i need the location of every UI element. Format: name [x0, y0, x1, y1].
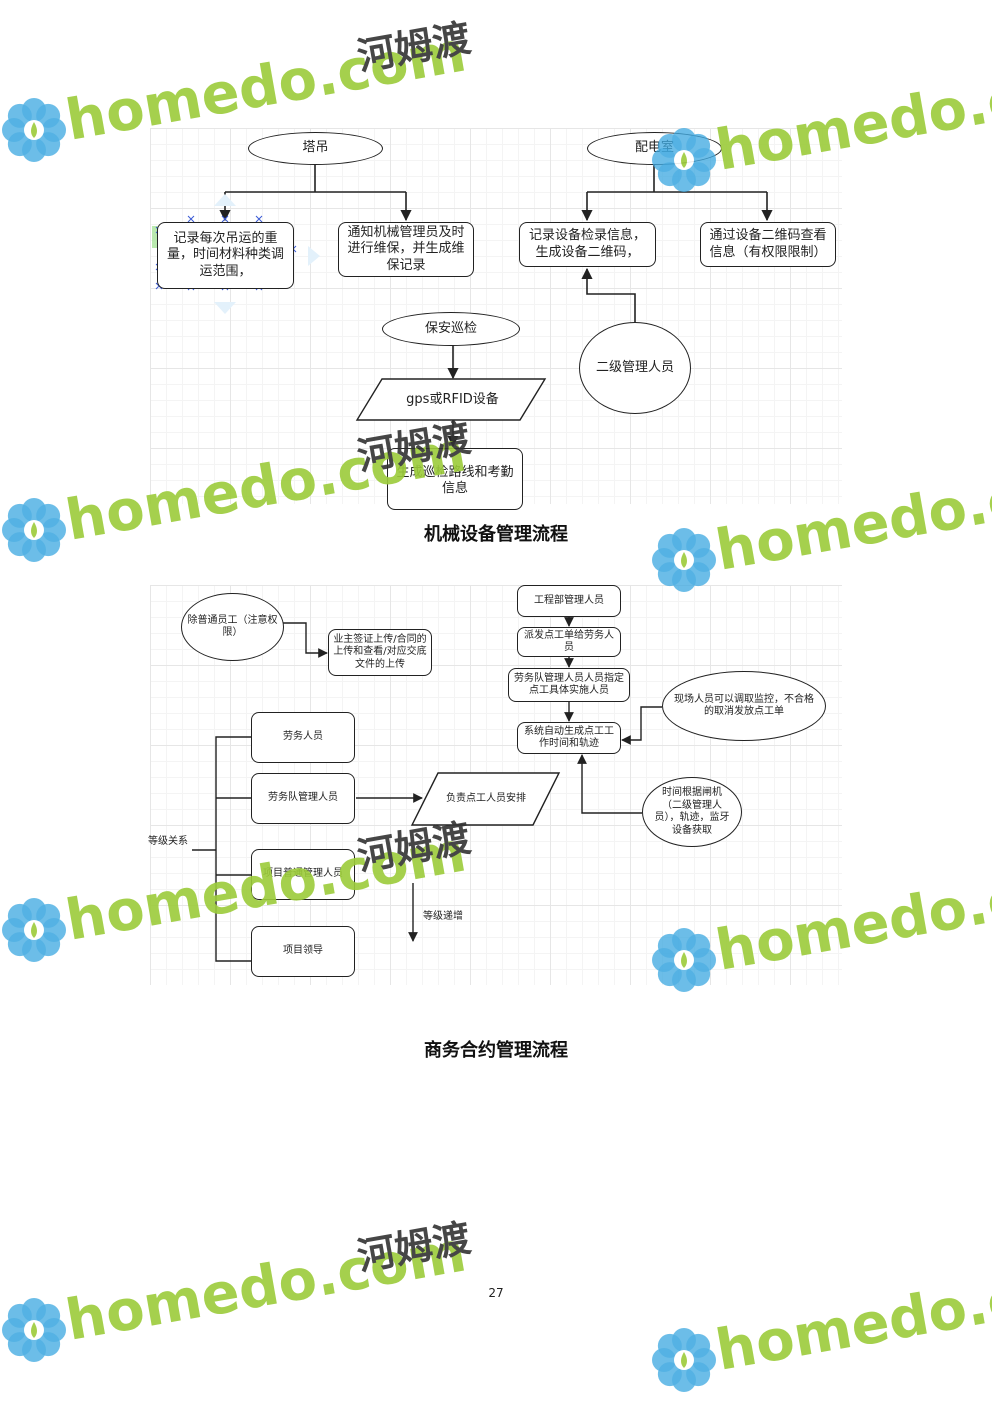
labor-staff-node: 劳务人员	[251, 712, 355, 763]
secondary-manager-node: 二级管理人员	[579, 322, 691, 414]
figure-caption-2: 商务合约管理流程	[424, 1040, 568, 1061]
hierarchy-label: 等级关系	[148, 836, 188, 847]
auto-generate-node: 系统自动生成点工工作时间和轨迹	[517, 722, 621, 754]
project-leader-node: 项目领导	[251, 926, 355, 977]
figure-caption-1: 机械设备管理流程	[424, 524, 568, 545]
watermark-domain-text: homedo.com	[711, 1250, 992, 1384]
homedo-watermark: homedo.com	[650, 1230, 992, 1414]
record-lifting-node: 记录每次吊运的重量，时间材料种类调运范围，	[157, 222, 294, 289]
watermark-cn-text: 河姆渡	[354, 1216, 474, 1279]
flower-logo-icon	[2, 98, 66, 162]
tower-crane-node: 塔吊	[248, 132, 383, 165]
record-inspection-node: 记录设备检录信息，生成设备二维码，	[519, 222, 656, 267]
flower-logo-icon	[2, 898, 66, 962]
site-monitor-node: 现场人员可以调取监控，不合格的取消发放点工单	[662, 671, 826, 741]
responsible-arrange-shape	[410, 772, 561, 826]
diagram1-connectors	[152, 164, 773, 448]
page-number: 27	[488, 1286, 504, 1300]
except-staff-node: 除普通员工（注意权限）	[181, 593, 284, 661]
gps-rfid-node: gps或RFID设备	[406, 391, 499, 407]
owner-upload-node: 业主签证上传/合同的上传和查看/对应交底文件的上传	[328, 629, 432, 676]
dispatch-node: 派发点工单给劳务人员	[517, 627, 621, 657]
gps-rfid-shape	[355, 378, 547, 421]
qr-view-node: 通过设备二维码查看信息（有权限限制）	[700, 222, 836, 267]
labor-team-manager-node: 劳务队管理人员	[251, 773, 355, 824]
project-general-manager-node: 项目普通管理人员	[251, 849, 355, 900]
flower-logo-icon	[652, 1328, 716, 1392]
mechanical-equipment-flowchart: 塔吊 记录每次吊运的重量，时间材料种类调运范围， 通知机械管理员及时进行维保，并…	[150, 128, 842, 510]
engineering-manager-node: 工程部管理人员	[517, 585, 621, 617]
responsible-arrange-node: 负责点工人员安排	[446, 792, 526, 804]
flower-logo-icon	[2, 1298, 66, 1362]
increment-label: 等级递增	[423, 911, 463, 922]
time-gate-node: 时间根据闸机（二级管理人员），轨迹，监牙设备获取	[642, 777, 742, 847]
security-patrol-node: 保安巡检	[382, 312, 520, 346]
watermark-cn-text: 河姆渡	[354, 16, 474, 79]
diagram2-connectors	[192, 617, 662, 962]
power-room-node: 配电室	[587, 132, 722, 165]
notify-manager-node: 通知机械管理员及时进行维保，并生成维保记录	[338, 222, 474, 277]
business-contract-flowchart: 除普通员工（注意权限） 业主签证上传/合同的上传和查看/对应交底文件的上传 工程…	[148, 585, 842, 985]
labor-team-assign-node: 劳务队管理人员人员指定点工具体实施人员	[508, 668, 630, 702]
patrol-route-node: 生成巡检路线和考勤信息	[387, 448, 523, 510]
